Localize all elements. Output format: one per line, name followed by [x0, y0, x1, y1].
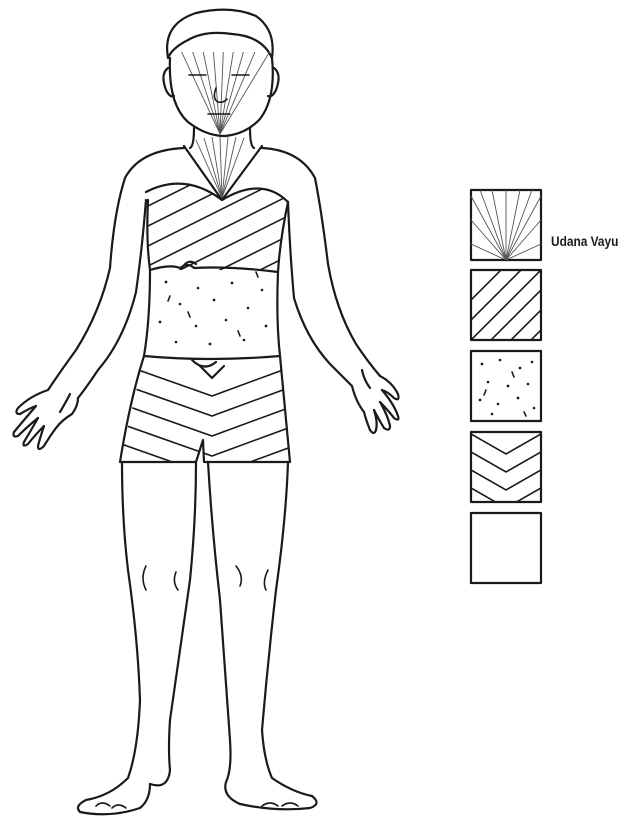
hair	[167, 10, 273, 58]
shorts-inner-waist	[200, 366, 224, 378]
left-hand	[14, 390, 79, 449]
left-leg-inner	[150, 462, 196, 785]
waist-band	[144, 356, 280, 359]
chest-diagonal-stripes	[140, 130, 300, 330]
right-leg-outer	[240, 462, 317, 809]
waist-fold	[192, 360, 216, 367]
legend-label-udana-vayu: Udana Vayu	[551, 233, 618, 249]
left-toes	[96, 803, 126, 808]
right-leg-inner	[208, 462, 240, 804]
legend-item-plain	[471, 513, 541, 583]
right-knee-mark	[236, 566, 241, 586]
legend-item-diagonal-stripes	[465, 266, 545, 346]
legend-item-dots	[471, 351, 541, 421]
right-toes	[262, 803, 298, 806]
right-arm-inner	[288, 202, 352, 386]
hips-chevron-stripes	[110, 360, 310, 496]
left-knee-mark	[143, 566, 146, 590]
legend-item-radiating-lines: Udana Vayu	[471, 190, 618, 260]
torso	[48, 130, 380, 496]
legend-swatch-chevrons	[471, 432, 541, 502]
torso-right-side	[277, 202, 288, 356]
legend: Udana Vayu	[465, 190, 618, 583]
legend-item-chevrons	[471, 432, 541, 508]
head	[163, 10, 278, 136]
human-figure	[14, 10, 399, 815]
legs	[78, 462, 317, 814]
right-hand	[352, 370, 399, 433]
chest-band-lower	[150, 265, 278, 272]
legend-swatch-dots	[471, 351, 541, 421]
legend-swatch-plain	[471, 513, 541, 583]
right-knee-mark-2	[264, 570, 268, 590]
face-radiating-lines	[176, 34, 272, 134]
left-arm-inner	[78, 200, 146, 398]
left-knee-mark-2	[174, 572, 178, 590]
left-leg-outer	[78, 462, 150, 814]
abdomen-dots	[159, 272, 268, 345]
